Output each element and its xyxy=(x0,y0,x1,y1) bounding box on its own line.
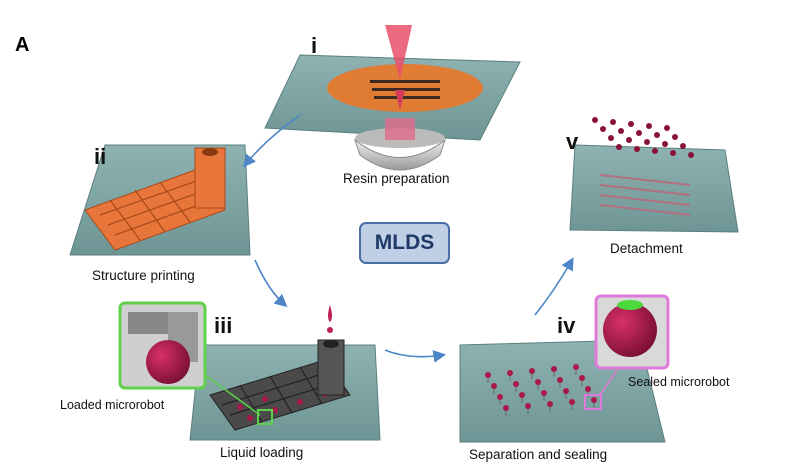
sealed-droplet xyxy=(529,368,535,374)
detached-microrobot xyxy=(616,144,622,150)
sealed-droplet xyxy=(519,392,525,398)
sealed-droplet xyxy=(585,386,591,392)
sealed-microrobot-inset xyxy=(594,294,670,370)
sealed-droplet xyxy=(557,377,563,383)
detached-microrobot xyxy=(688,152,694,158)
detached-microrobot xyxy=(644,139,650,145)
arrow-iv-to-v xyxy=(534,257,574,316)
sealed-droplet xyxy=(573,364,579,370)
sealed-droplet xyxy=(591,397,597,403)
mlds-center-box: MLDS xyxy=(359,222,450,264)
detached-microrobot xyxy=(610,119,616,125)
detached-microrobot xyxy=(628,121,634,127)
sealed-droplet xyxy=(507,370,513,376)
step-v-numeral: v xyxy=(566,129,579,154)
loaded-microrobot-label: Loaded microrobot xyxy=(60,398,165,412)
detached-microrobot xyxy=(680,143,686,149)
detached-microrobot xyxy=(652,148,658,154)
step-v-caption: Detachment xyxy=(610,241,683,256)
detached-microrobot xyxy=(654,132,660,138)
sealed-droplet xyxy=(497,394,503,400)
detached-microrobot xyxy=(662,141,668,147)
loaded-microrobot-inset xyxy=(118,301,207,390)
panel-letter: A xyxy=(15,34,30,56)
sealed-droplet xyxy=(579,375,585,381)
step-iv-numeral: iv xyxy=(557,313,576,338)
sealed-droplet xyxy=(569,399,575,405)
sealed-droplet xyxy=(547,401,553,407)
detached-microrobot xyxy=(626,137,632,143)
cycle-arrows xyxy=(243,114,574,363)
sealed-microrobot-label: Sealed microrobot xyxy=(628,375,730,389)
detached-microrobot xyxy=(608,135,614,141)
detached-microrobot xyxy=(600,126,606,132)
arrow-iii-to-iv xyxy=(384,349,447,363)
arrow-ii-to-iii xyxy=(254,259,288,308)
detached-microrobot xyxy=(618,128,624,134)
step-iii-illustration xyxy=(189,305,381,441)
step-iv-caption: Separation and sealing xyxy=(469,447,608,462)
step-ii-numeral: ii xyxy=(94,144,107,169)
step-iii-numeral: iii xyxy=(214,313,233,338)
detached-microrobot xyxy=(592,117,598,123)
sealed-droplet xyxy=(485,372,491,378)
sealed-droplet xyxy=(525,403,531,409)
sealed-droplet xyxy=(491,383,497,389)
step-iii-caption: Liquid loading xyxy=(220,445,304,460)
sealed-droplet xyxy=(541,390,547,396)
detached-microrobot xyxy=(670,150,676,156)
step-ii-illustration xyxy=(69,144,251,256)
sealed-droplet xyxy=(503,405,509,411)
detached-microrobot xyxy=(672,134,678,140)
detached-microrobot xyxy=(664,125,670,131)
arrow-i-to-ii xyxy=(243,114,301,168)
detached-microrobot xyxy=(646,123,652,129)
step-ii-caption: Structure printing xyxy=(92,268,195,283)
sealed-droplet xyxy=(551,366,557,372)
step-v-illustration xyxy=(569,117,739,233)
sealed-droplet xyxy=(563,388,569,394)
step-i-caption: Resin preparation xyxy=(343,171,450,186)
sealed-droplet xyxy=(535,379,541,385)
step-i-illustration xyxy=(264,25,521,171)
sealed-droplet xyxy=(513,381,519,387)
step-i-numeral: i xyxy=(311,33,318,58)
detached-microrobot xyxy=(634,146,640,152)
detached-microrobot xyxy=(636,130,642,136)
